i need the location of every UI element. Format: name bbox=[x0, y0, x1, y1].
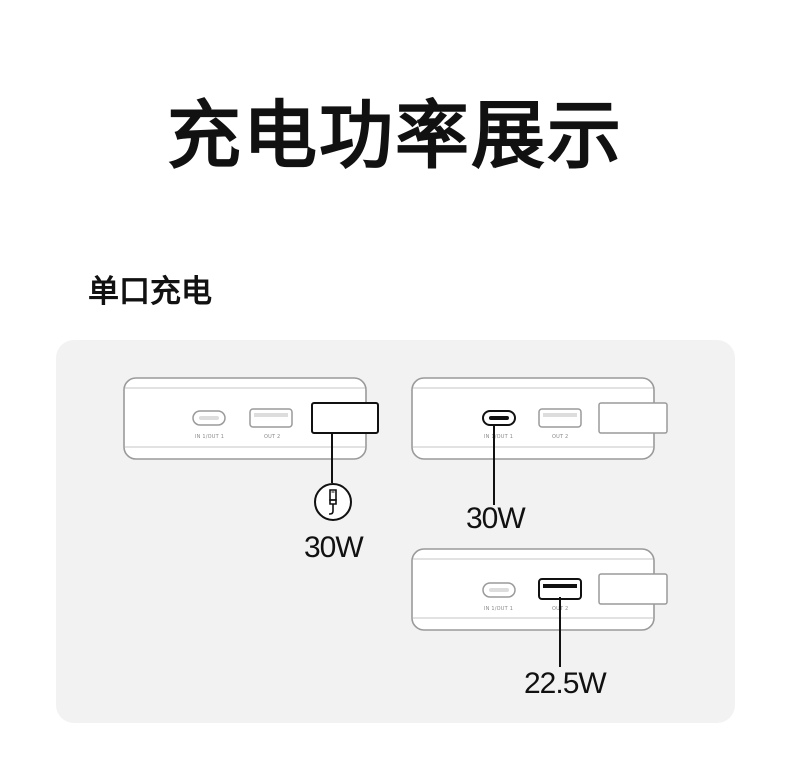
port1-label: IN 1/OUT 1 bbox=[484, 606, 514, 612]
power-bank-device-1 bbox=[123, 377, 379, 460]
power-bank-device-3 bbox=[411, 548, 668, 631]
connector-line bbox=[559, 597, 561, 667]
port1-label: IN 1/OUT 1 bbox=[484, 434, 514, 440]
page-title: 充电功率展示 bbox=[167, 93, 623, 179]
connector-line bbox=[331, 433, 333, 483]
connector-line bbox=[493, 425, 495, 505]
port1-label: IN 1/OUT 1 bbox=[195, 434, 225, 440]
usb-cable-icon bbox=[314, 483, 352, 521]
power-label-2: 30W bbox=[466, 502, 526, 535]
power-label-1: 30W bbox=[304, 531, 364, 564]
port2-label: OUT 2 bbox=[552, 434, 569, 440]
power-bank-device-2 bbox=[411, 377, 668, 460]
port2-label: OUT 2 bbox=[264, 434, 281, 440]
power-label-3: 22.5W bbox=[524, 667, 607, 700]
section-title: 单口充电 bbox=[88, 274, 212, 310]
